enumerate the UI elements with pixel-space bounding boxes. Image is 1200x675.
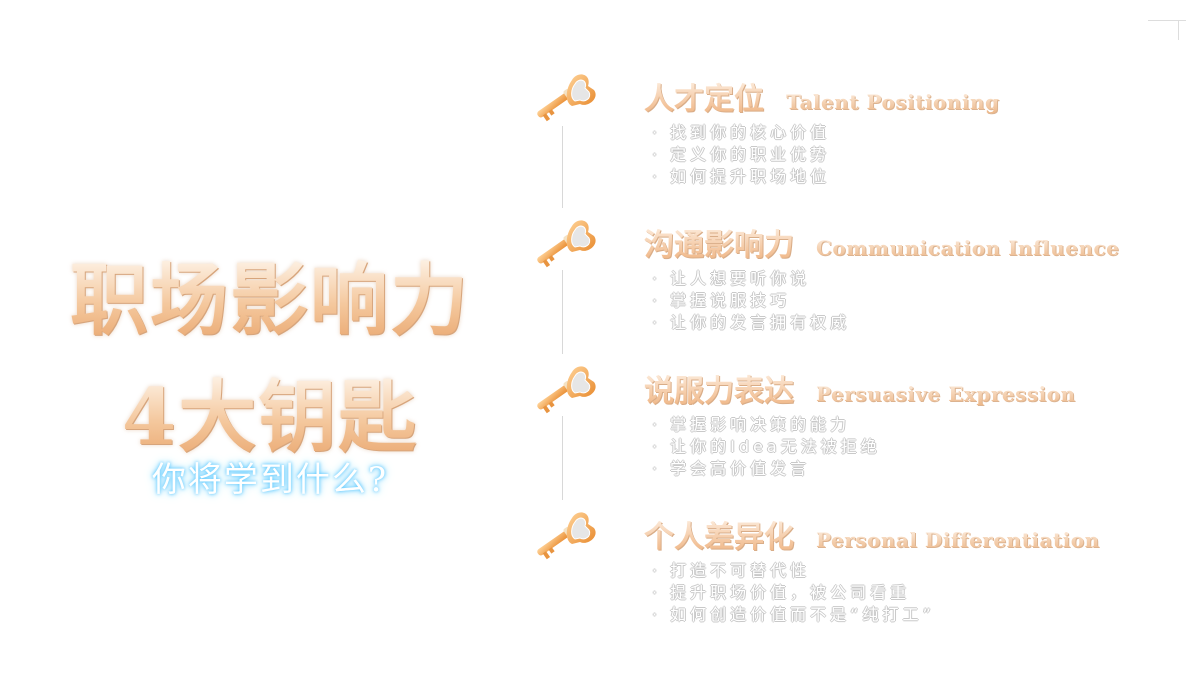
main-title-line1: 职场影响力 xyxy=(40,238,500,350)
list-item: 让你的发言拥有权威 xyxy=(652,312,850,334)
list-item: 提升职场价值，被公司看重 xyxy=(652,582,935,604)
timeline-divider xyxy=(562,126,563,208)
corner-decoration xyxy=(1148,20,1186,40)
section-title-cn: 人才定位 xyxy=(644,74,764,118)
list-item: 让你的Idea无法被拒绝 xyxy=(652,436,881,458)
section-title-cn: 说服力表达 xyxy=(644,366,794,410)
main-title-line2: 4大钥匙 xyxy=(40,355,500,467)
section-title-en: Persuasive Expression xyxy=(816,382,1076,406)
key-icon xyxy=(528,360,600,418)
timeline-divider xyxy=(562,416,563,500)
list-item: 定义你的职业优势 xyxy=(652,144,830,166)
list-item: 让人想要听你说 xyxy=(652,268,850,290)
timeline-divider xyxy=(562,270,563,354)
section-title-cn: 沟通影响力 xyxy=(644,220,794,264)
section-heading: 个人差异化 Personal Differentiation xyxy=(644,512,1100,556)
section-title-en: Communication Influence xyxy=(816,236,1120,260)
section-items: 掌握影响决策的能力让你的Idea无法被拒绝学会高价值发言 xyxy=(652,414,881,480)
list-item: 如何提升职场地位 xyxy=(652,166,830,188)
key-icon xyxy=(528,214,600,272)
list-item: 掌握影响决策的能力 xyxy=(652,414,881,436)
section-heading: 沟通影响力 Communication Influence xyxy=(644,220,1119,264)
list-item: 找到你的核心价值 xyxy=(652,122,830,144)
list-item: 如何创造价值而不是“纯打工” xyxy=(652,604,935,626)
section-title-en: Personal Differentiation xyxy=(816,528,1100,552)
list-item: 学会高价值发言 xyxy=(652,458,881,480)
section-title-en: Talent Positioning xyxy=(786,90,1000,114)
section-items: 打造不可替代性提升职场价值，被公司看重如何创造价值而不是“纯打工” xyxy=(652,560,935,626)
section-items: 找到你的核心价值定义你的职业优势如何提升职场地位 xyxy=(652,122,830,188)
section-title-cn: 个人差异化 xyxy=(644,512,794,556)
key-icon xyxy=(528,68,600,126)
list-item: 打造不可替代性 xyxy=(652,560,935,582)
section-heading: 说服力表达 Persuasive Expression xyxy=(644,366,1076,410)
list-item: 掌握说服技巧 xyxy=(652,290,850,312)
section-items: 让人想要听你说掌握说服技巧让你的发言拥有权威 xyxy=(652,268,850,334)
subtitle: 你将学到什么? xyxy=(151,460,389,500)
key-icon xyxy=(528,506,600,564)
section-heading: 人才定位 Talent Positioning xyxy=(644,74,1000,118)
